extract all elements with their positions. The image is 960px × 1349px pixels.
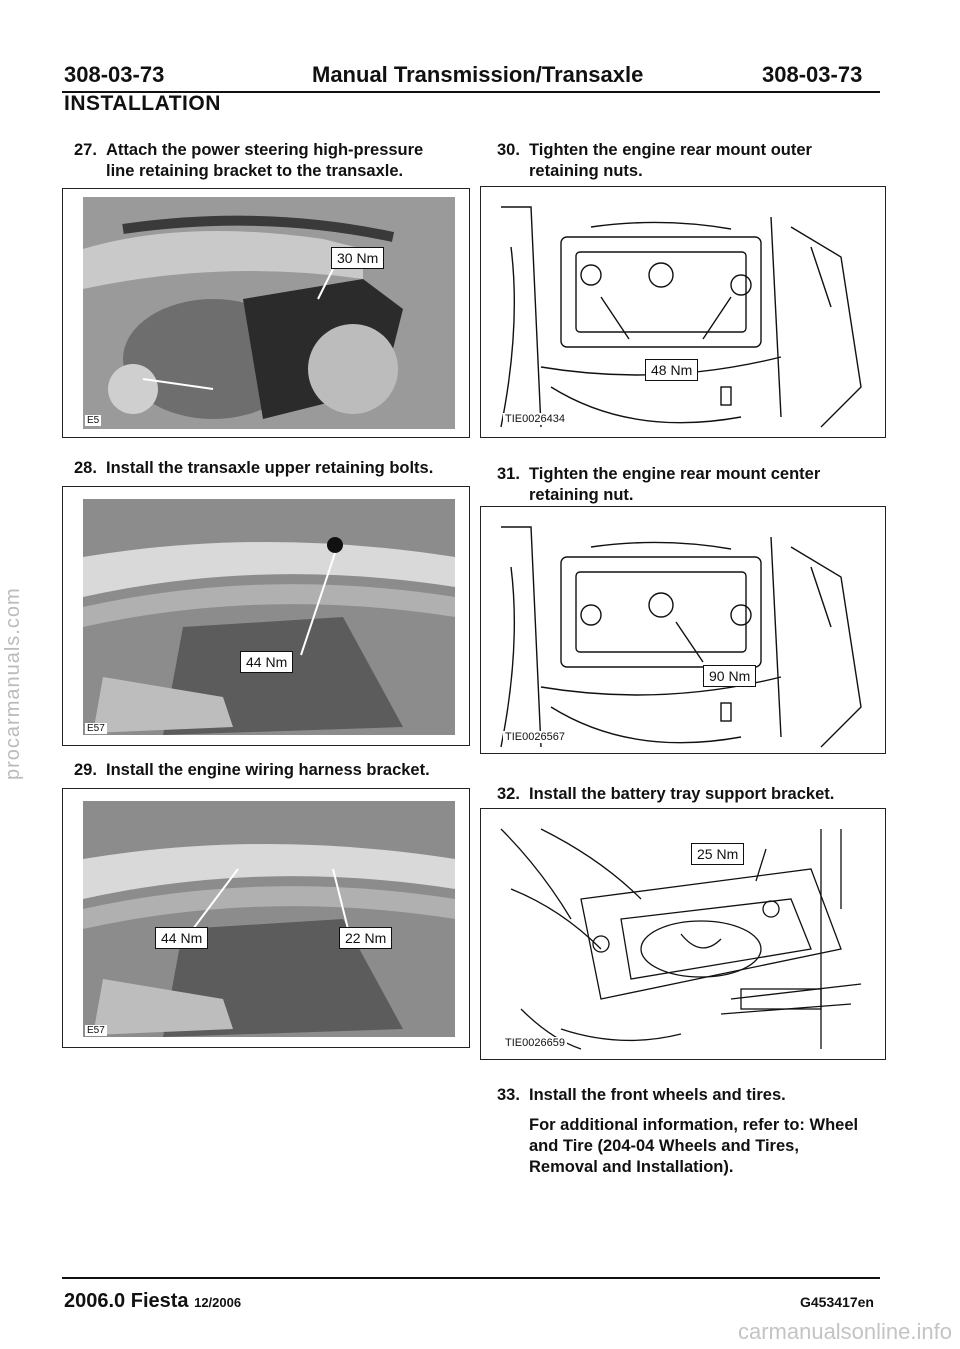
page-code-right: 308-03-73 xyxy=(762,62,863,87)
figure-32: 25 Nm TIE0026659 xyxy=(480,808,886,1060)
figure-27-illustration xyxy=(83,197,455,429)
section-title: INSTALLATION xyxy=(64,92,221,115)
figure-27: 30 Nm E5 xyxy=(62,188,470,438)
side-watermark: procarmanuals.com xyxy=(2,587,24,780)
step-31: 31.Tighten the engine rear mount center … xyxy=(497,465,821,504)
torque-label-right: 22 Nm xyxy=(339,927,393,949)
step-29: 29.Install the engine wiring harness bra… xyxy=(74,761,430,779)
page-code-left: 308-03-73 xyxy=(64,62,165,87)
figure-id: E57 xyxy=(85,1025,107,1036)
torque-label: 25 Nm xyxy=(691,843,745,865)
torque-label: 48 Nm xyxy=(645,359,699,381)
figure-28-illustration xyxy=(83,499,455,735)
figure-id: E5 xyxy=(85,415,102,426)
footer-model: 2006.0 Fiesta 12/2006 xyxy=(64,1290,242,1312)
figure-30: 48 Nm TIE0026434 xyxy=(480,186,886,438)
page-title: Manual Transmission/Transaxle xyxy=(312,62,644,87)
torque-label-left: 44 Nm xyxy=(155,927,209,949)
figure-29-illustration xyxy=(83,801,455,1037)
footer-code: G453417en xyxy=(800,1294,874,1310)
header-rule xyxy=(62,91,880,93)
figure-id: TIE0026434 xyxy=(503,413,567,425)
step-32: 32.Install the battery tray support brac… xyxy=(497,785,835,803)
step-33-note: For additional information, refer to: Wh… xyxy=(529,1116,859,1176)
figure-31: 90 Nm TIE0026567 xyxy=(480,506,886,754)
torque-label: 44 Nm xyxy=(240,651,294,673)
footer-rule xyxy=(62,1277,880,1279)
figure-29: 44 Nm 22 Nm E57 xyxy=(62,788,470,1048)
torque-label: 30 Nm xyxy=(331,247,385,269)
figure-28: 44 Nm E57 xyxy=(62,486,470,746)
figure-id: TIE0026567 xyxy=(503,731,567,743)
figure-30-illustration xyxy=(500,206,862,428)
torque-label: 90 Nm xyxy=(703,665,757,687)
figure-32-illustration xyxy=(500,828,862,1050)
step-33: 33.Install the front wheels and tires. xyxy=(497,1086,786,1104)
bottom-watermark: carmanualsonline.info xyxy=(737,1319,952,1344)
figure-31-illustration xyxy=(500,526,862,748)
step-30: 30.Tighten the engine rear mount outer r… xyxy=(497,141,812,180)
step-27: 27.Attach the power steering high-pressu… xyxy=(74,141,424,180)
figure-id: E57 xyxy=(85,723,107,734)
step-28: 28.Install the transaxle upper retaining… xyxy=(74,459,434,477)
figure-id: TIE0026659 xyxy=(503,1037,567,1049)
